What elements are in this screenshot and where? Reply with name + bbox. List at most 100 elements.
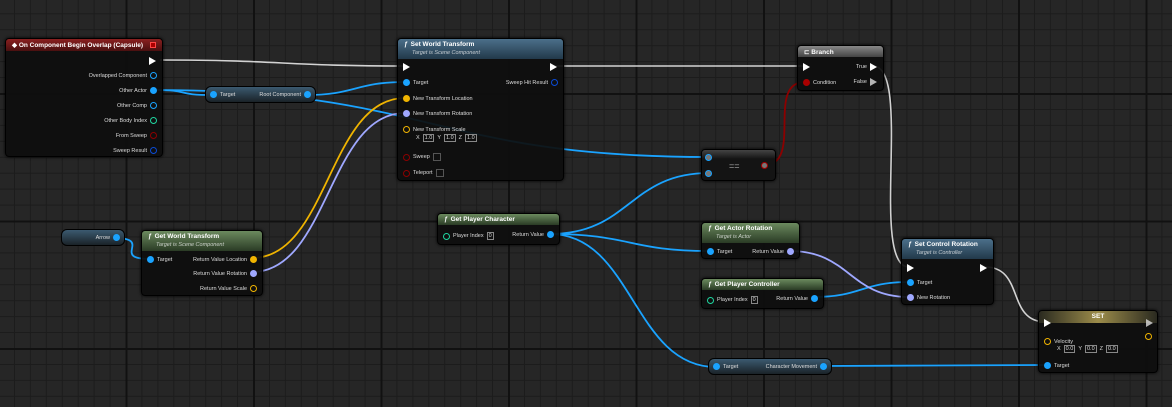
pin-target[interactable]: Target xyxy=(210,91,235,98)
event-node-begin-overlap[interactable]: ◆ On Component Begin Overlap (Capsule) O… xyxy=(5,38,163,157)
node-header: SET xyxy=(1039,311,1157,323)
pin-new-rotation[interactable]: New Transform Rotation xyxy=(403,110,472,117)
velocity-z-input[interactable]: 0.0 xyxy=(1106,345,1118,353)
sweep-checkbox[interactable] xyxy=(432,153,441,161)
pin-result[interactable] xyxy=(761,162,768,169)
pin-from-sweep[interactable]: From Sweep xyxy=(116,132,157,139)
pin-target[interactable]: Target xyxy=(707,248,732,255)
pin-other-comp[interactable]: Other Comp xyxy=(117,102,157,109)
pin-new-location[interactable]: New Transform Location xyxy=(403,95,473,102)
exec-in-pin[interactable] xyxy=(1044,319,1051,327)
event-title: On Component Begin Overlap (Capsule) xyxy=(18,42,144,49)
pin-return-location[interactable]: Return Value Location xyxy=(193,256,257,263)
exec-out-pin[interactable] xyxy=(1146,319,1153,327)
function-icon: ƒ xyxy=(708,281,712,288)
exec-wire xyxy=(984,266,1047,323)
pin-return-value[interactable]: Return Value xyxy=(752,248,794,255)
pin-new-rotation[interactable]: New Rotation xyxy=(907,294,950,301)
pin-arrow[interactable]: Arrow xyxy=(96,234,120,241)
pin-return-value[interactable]: Return Value xyxy=(776,295,818,302)
pin-target[interactable]: Target xyxy=(907,279,932,286)
scale-z-input[interactable]: 1.0 xyxy=(465,134,477,142)
teleport-checkbox[interactable] xyxy=(435,169,444,177)
pin-target[interactable]: Target xyxy=(713,363,738,370)
pin-root-component[interactable]: Root Component xyxy=(259,91,311,98)
player-index-input[interactable]: 0 xyxy=(750,296,758,304)
object-wire xyxy=(819,364,1048,367)
player-index-input[interactable]: 0 xyxy=(486,232,494,240)
pin-target[interactable]: Target xyxy=(1044,362,1069,369)
pin-return-scale[interactable]: Return Value Scale xyxy=(200,285,257,292)
exec-wire xyxy=(872,65,910,268)
pin-sweep-hit-result[interactable]: Sweep Hit Result xyxy=(506,79,558,86)
event-header: ◆ On Component Begin Overlap (Capsule) xyxy=(6,39,162,51)
function-icon: ƒ xyxy=(148,233,152,240)
exec-out-pin[interactable] xyxy=(980,264,987,272)
pin-target[interactable]: Target xyxy=(403,79,428,86)
velocity-x-input[interactable]: 0.0 xyxy=(1063,345,1076,353)
pin-other-body-index[interactable]: Other Body Index xyxy=(104,117,157,124)
pin-a[interactable] xyxy=(705,154,712,161)
pin-return-rotation[interactable]: Return Value Rotation xyxy=(193,270,257,277)
delegate-icon xyxy=(150,42,156,48)
exec-out-pin[interactable] xyxy=(149,57,156,65)
exec-out-pin[interactable] xyxy=(550,63,557,71)
branch-node[interactable]: ⊏ Branch True Condition False xyxy=(797,45,884,91)
pin-condition[interactable]: Condition xyxy=(803,79,836,86)
pin-character-movement[interactable]: Character Movement xyxy=(766,363,827,370)
object-wire xyxy=(549,233,710,252)
scale-x-input[interactable]: 1.0 xyxy=(422,134,435,142)
scale-y-input[interactable]: 1.0 xyxy=(444,134,456,142)
pin-velocity[interactable]: Velocity xyxy=(1044,338,1073,345)
get-character-movement-node[interactable]: Target Character Movement xyxy=(708,358,832,375)
equal-node[interactable]: == xyxy=(701,149,776,181)
object-wire xyxy=(813,281,910,298)
exec-wire xyxy=(159,59,406,67)
velocity-y-input[interactable]: 0.0 xyxy=(1085,345,1097,353)
branch-icon: ⊏ xyxy=(804,49,812,56)
pin-new-scale[interactable]: New Transform Scale xyxy=(403,126,466,133)
vector-wire xyxy=(251,97,406,259)
exec-in-pin[interactable] xyxy=(803,63,810,71)
pin-sweep-result[interactable]: Sweep Result xyxy=(113,147,157,154)
pin-true[interactable]: True xyxy=(856,63,877,71)
equal-operator: == xyxy=(729,161,740,171)
pin-return-value[interactable]: Return Value xyxy=(512,231,554,238)
function-icon: ƒ xyxy=(444,216,448,223)
pin-b[interactable] xyxy=(705,170,712,177)
pin-false[interactable]: False xyxy=(854,78,877,86)
exec-in-pin[interactable] xyxy=(907,264,914,272)
node-header: ⊏ Branch xyxy=(798,46,883,57)
pin-other-actor[interactable]: Other Actor xyxy=(119,87,157,94)
event-icon: ◆ xyxy=(12,42,19,49)
function-icon: ƒ xyxy=(908,241,912,248)
get-root-component-node[interactable]: Target Root Component xyxy=(205,86,316,103)
pin-overlapped-component[interactable]: Overlapped Component xyxy=(89,72,157,79)
arrow-variable-node[interactable]: Arrow xyxy=(61,229,125,246)
pin-sweep[interactable]: Sweep xyxy=(403,153,441,161)
pin-teleport[interactable]: Teleport xyxy=(403,169,444,177)
exec-in-pin[interactable] xyxy=(403,63,410,71)
object-wire xyxy=(549,172,710,235)
pin-velocity-out[interactable] xyxy=(1145,333,1152,340)
pin-target[interactable]: Target xyxy=(147,256,172,263)
function-icon: ƒ xyxy=(708,225,712,232)
